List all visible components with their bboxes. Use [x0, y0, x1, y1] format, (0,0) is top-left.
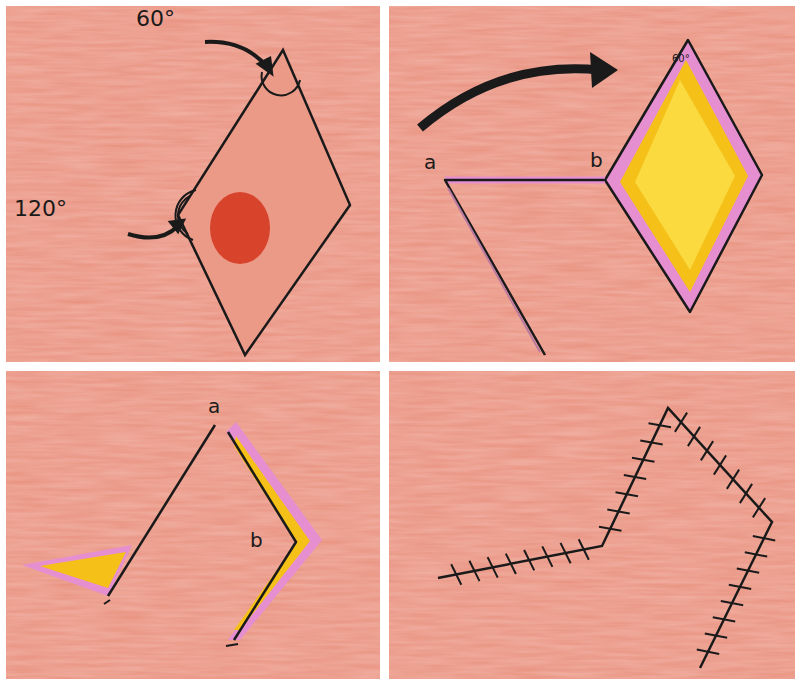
panel-grounds	[6, 6, 795, 679]
suture-stitch	[727, 470, 739, 489]
point-label: a	[208, 396, 220, 416]
suture-stitch	[561, 543, 571, 563]
suture-stitch	[649, 423, 672, 427]
suture-stitch	[451, 564, 461, 585]
point-label: a	[424, 152, 436, 172]
suture-stitch	[607, 510, 629, 514]
point-label: b	[250, 530, 263, 550]
angle-label: 60°	[672, 54, 690, 64]
suture-stitch	[579, 539, 589, 560]
angle-label: 60°	[136, 8, 175, 30]
suture-stitch	[714, 455, 726, 474]
suture-stitch	[675, 413, 687, 432]
suture-stitch	[688, 427, 700, 446]
suture-stitch	[753, 498, 765, 517]
suture-stitch	[488, 557, 498, 578]
suture-stitch	[524, 550, 534, 570]
suture-stitch	[740, 484, 752, 503]
suture-stitch	[506, 554, 516, 574]
suture-stitch	[624, 475, 646, 479]
suture-stitch	[632, 458, 655, 462]
angle-label: 120°	[14, 198, 67, 220]
suture-stitch	[599, 527, 622, 531]
point-label: b	[590, 150, 603, 170]
panel-one-rhombus	[128, 42, 350, 355]
panel-three-transposed-flap	[22, 422, 322, 646]
panel-four-sutures	[438, 408, 775, 668]
suture-stitch	[737, 569, 759, 573]
panel-two-flap	[420, 40, 762, 355]
suture-stitch	[469, 561, 479, 581]
suture-stitch	[640, 441, 662, 445]
suture-stitch	[745, 552, 767, 556]
suture-stitch	[713, 617, 735, 621]
suture-stitch	[705, 633, 727, 637]
suture-stitch	[697, 650, 719, 654]
suture-stitch	[721, 601, 743, 605]
suture-stitch	[701, 441, 713, 460]
suture-stitch	[542, 546, 552, 567]
suture-stitch	[753, 536, 775, 540]
suture-stitch	[616, 492, 639, 496]
suture-stitch	[729, 585, 751, 589]
